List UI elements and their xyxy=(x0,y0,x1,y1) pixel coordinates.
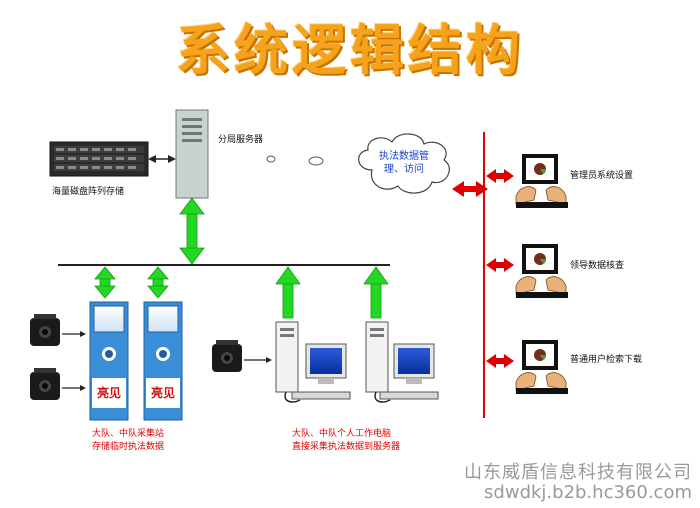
workstation-bus-arrows xyxy=(275,266,389,319)
kiosk-caption-line1: 大队、中队采集站 xyxy=(92,429,165,439)
kiosk-bus-arrows xyxy=(94,266,169,299)
client-laptop-icon xyxy=(515,340,568,394)
storage-label: 海量磁盘阵列存储 xyxy=(52,187,125,197)
storage-link-arrow xyxy=(148,155,176,163)
camera-link-arrows xyxy=(62,331,86,391)
bubble-dots xyxy=(266,155,324,166)
client-link-arrows xyxy=(486,169,514,368)
client-leader-label: 领导数据核查 xyxy=(570,261,625,271)
server-tower-icon xyxy=(175,109,209,199)
cloud-link-arrow xyxy=(452,181,488,197)
server-bus-arrow xyxy=(179,197,205,265)
cloud-shape xyxy=(358,133,450,194)
storage-array-icon xyxy=(49,141,149,177)
cloud-label: 执法数据管理、访问 xyxy=(379,151,429,175)
footer-url: sdwdkj.b2b.hc360.com xyxy=(484,482,692,503)
client-laptop-icon xyxy=(515,154,568,208)
workstation-caption-line2: 直接采集执法数据到服务器 xyxy=(292,442,401,452)
kiosk-brand-label: 亮见 xyxy=(96,386,121,400)
server-label: 分局服务器 xyxy=(218,135,264,145)
body-camera-icon xyxy=(30,314,60,346)
camera-link-arrow xyxy=(244,357,272,363)
body-camera-icon xyxy=(212,340,242,372)
footer-company-name: 山东威盾信息科技有限公司 xyxy=(464,462,692,483)
body-camera-icon xyxy=(30,368,60,400)
kiosk-station-icon xyxy=(89,301,129,421)
kiosk-caption-line2: 存储临时执法数据 xyxy=(92,442,165,452)
kiosk-station-icon xyxy=(143,301,183,421)
kiosk-brand-label: 亮见 xyxy=(150,386,175,400)
workstation-pc-icon xyxy=(365,321,439,403)
client-user-label: 普通用户检索下载 xyxy=(570,355,643,365)
workstation-pc-icon xyxy=(275,321,351,403)
client-laptop-icon xyxy=(515,244,568,298)
client-admin-label: 管理员系统设置 xyxy=(570,171,634,181)
page-title: 系统逻辑结构 xyxy=(176,19,524,82)
workstation-caption-line1: 大队、中队个人工作电脑 xyxy=(292,429,392,439)
